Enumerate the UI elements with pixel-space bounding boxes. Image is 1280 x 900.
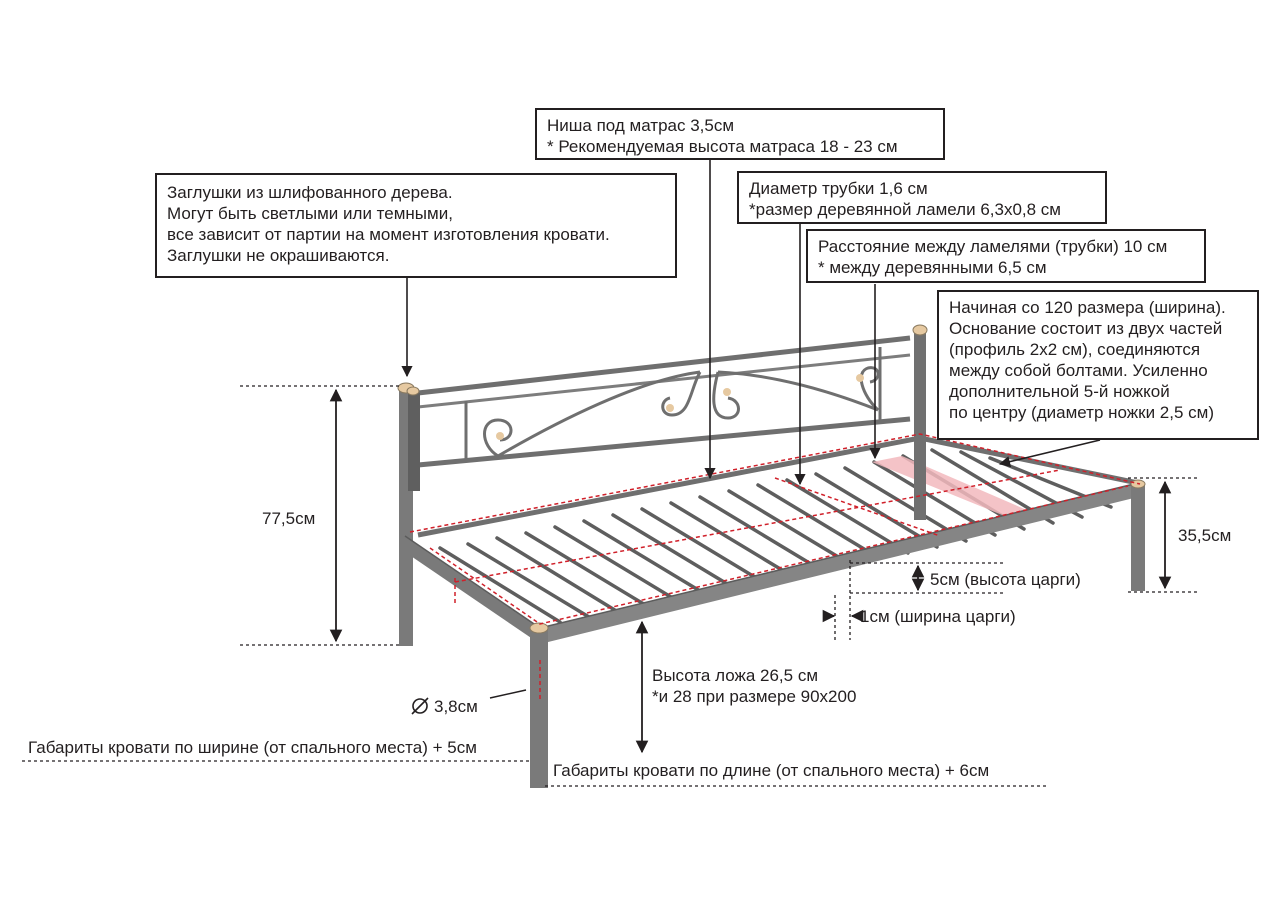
red-dashed-outlines <box>409 433 1141 700</box>
callout-tube: Диаметр трубки 1,6 см *размер деревянной… <box>737 171 1107 224</box>
callout-niche: Ниша под матрас 3,5см * Рекомендуемая вы… <box>535 108 945 160</box>
callout-base-line: Начиная со 120 размера (ширина). <box>949 298 1226 317</box>
callout-plugs-line: Могут быть светлыми или темными, <box>167 204 453 223</box>
callout-spacing-line: Расстояние между ламелями (трубки) 10 см <box>818 237 1168 256</box>
callout-tube-line: Диаметр трубки 1,6 см <box>749 179 928 198</box>
rail-height-label: 5см (высота царги) <box>930 570 1081 589</box>
callout-base-line: между собой болтами. Усиленно <box>949 361 1208 380</box>
dimension-lines <box>22 385 1198 787</box>
callout-base-line: (профиль 2х2 см), соединяются <box>949 340 1201 359</box>
headboard-height-label: 77,5см <box>262 509 316 528</box>
overall-length-label: Габариты кровати по длине (от спального … <box>553 761 990 780</box>
leg-diameter-label: 3,8см <box>434 697 478 716</box>
bed-height-label-2: *и 28 при размере 90х200 <box>652 687 857 706</box>
rail-width-label: 1см (ширина царги) <box>860 607 1016 626</box>
slats <box>438 448 1113 624</box>
callout-base-line: по центру (диаметр ножки 2,5 см) <box>949 403 1215 422</box>
headboard-back-post <box>912 324 928 520</box>
callout-niche-line: Ниша под матрас 3,5см <box>547 116 735 135</box>
headboard <box>417 335 911 468</box>
base-back-rail <box>417 435 1139 538</box>
callout-plugs-line: Заглушки не окрашиваются. <box>167 246 390 265</box>
callout-spacing: Расстояние между ламелями (трубки) 10 см… <box>806 229 1206 283</box>
callout-base-line: Основание состоит из двух частей <box>949 319 1223 338</box>
callout-base-line: дополнительной 5-й ножкой <box>949 382 1170 401</box>
leader-lines <box>401 159 1101 486</box>
callout-plugs: Заглушки из шлифованного дерева. Могут б… <box>155 173 677 278</box>
diameter-icon <box>411 697 429 715</box>
callout-niche-line: * Рекомендуемая высота матраса 18 - 23 с… <box>547 137 898 156</box>
callout-plugs-line: Заглушки из шлифованного дерева. <box>167 183 453 202</box>
footboard-height-label: 35,5см <box>1178 526 1232 545</box>
callout-tube-line: *размер деревянной ламели 6,3х0,8 см <box>749 200 1061 219</box>
callout-plugs-line: все зависит от партии на момент изготовл… <box>167 225 610 244</box>
headboard-front-post <box>397 382 420 646</box>
bed-height-label-1: Высота ложа 26,5 см <box>652 666 819 685</box>
front-leg <box>529 622 549 788</box>
callout-base: Начиная со 120 размера (ширина). Основан… <box>937 290 1259 440</box>
foot-right-post <box>1130 479 1146 591</box>
callout-spacing-line: * между деревянными 6,5 см <box>818 258 1047 277</box>
slat-spacing-highlight <box>872 456 1036 519</box>
overall-width-label: Габариты кровати по ширине (от спального… <box>28 738 477 757</box>
